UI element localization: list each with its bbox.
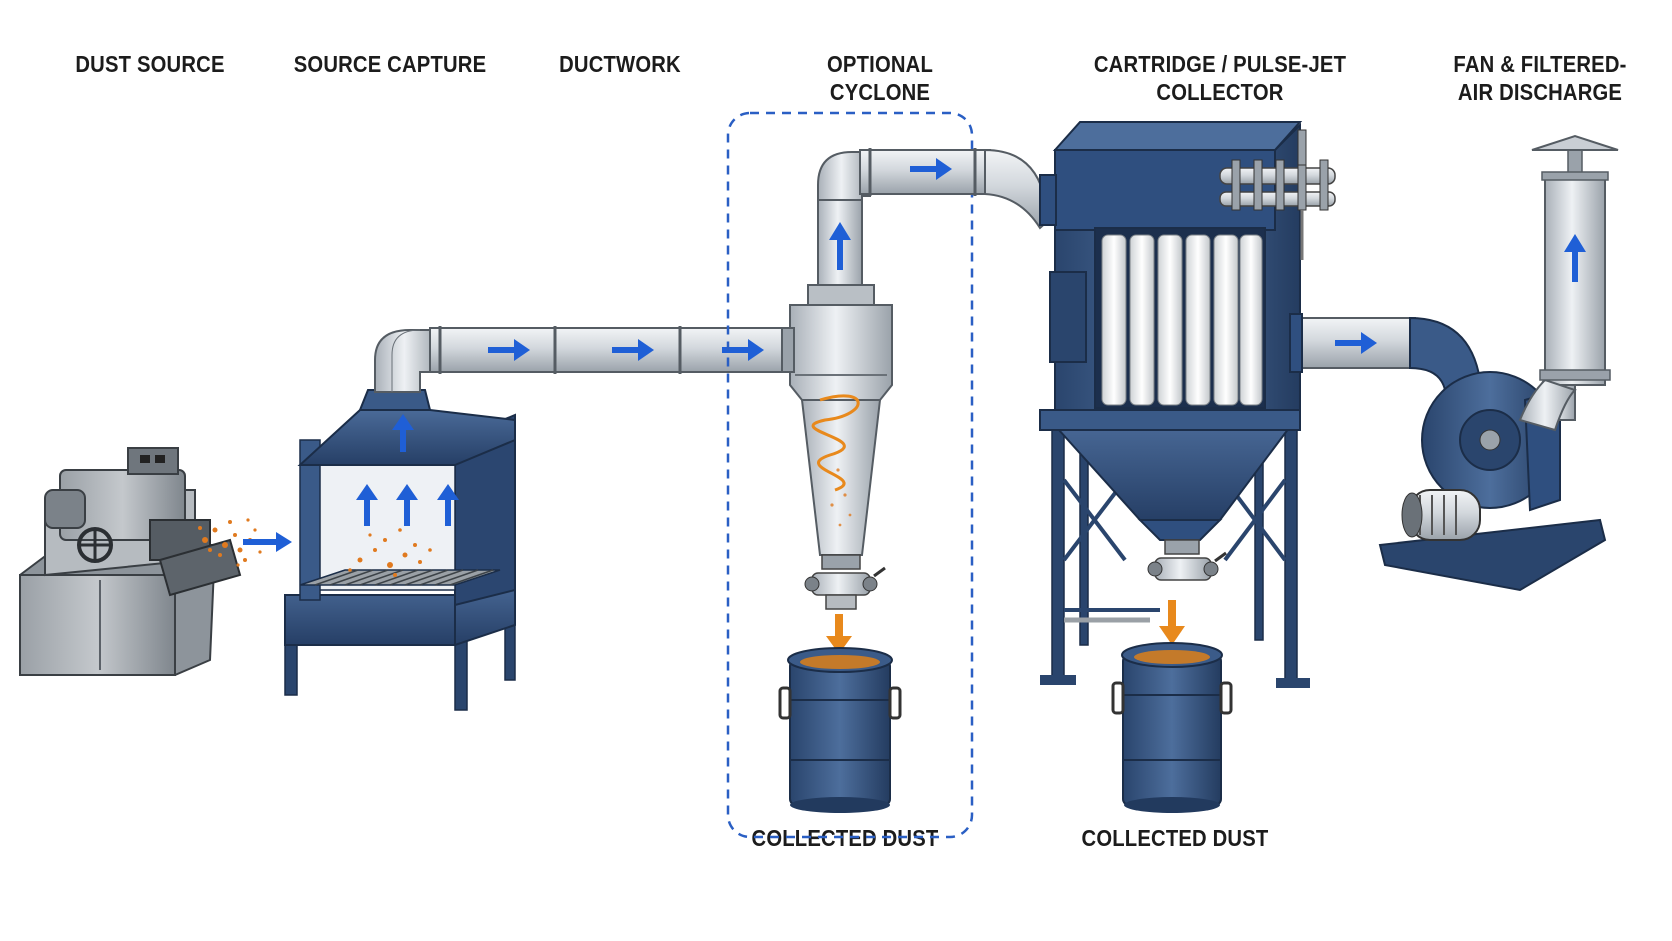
airflow-arrow-to-hood — [243, 532, 292, 552]
collection-drum-collector — [1111, 642, 1233, 813]
fan-and-discharge — [1289, 134, 1619, 592]
pulse-jet-manifold — [1219, 129, 1336, 260]
airflow-arrow-cyclone-top — [910, 158, 952, 180]
optional-cyclone-outline — [726, 111, 974, 839]
label-dust-source: DUST SOURCE — [75, 51, 225, 77]
cartridge-pulse-jet-collector — [1039, 121, 1336, 813]
collection-drum-cyclone — [778, 647, 902, 813]
label-cartridge-collector: CARTRIDGE / PULSE-JET COLLECTOR — [1093, 51, 1347, 105]
source-capture-hood — [284, 389, 516, 711]
filter-cartridges — [1101, 234, 1263, 406]
ductwork — [374, 326, 791, 393]
dust-particles-source — [198, 518, 262, 567]
dust-arrow-cyclone — [826, 614, 852, 654]
airflow-arrows-duct — [488, 339, 764, 361]
airflow-arrow-cyclone-up — [829, 222, 851, 270]
label-collected-dust-cyclone: COLLECTED DUST — [751, 825, 939, 851]
dust-arrow-collector — [1159, 600, 1185, 645]
label-source-capture: SOURCE CAPTURE — [293, 51, 487, 77]
label-ductwork: DUCTWORK — [559, 51, 681, 77]
dust-source-machine — [19, 447, 262, 676]
label-optional-cyclone: OPTIONAL CYCLONE — [827, 51, 933, 105]
label-fan-discharge: FAN & FILTERED-AIR DISCHARGE — [1453, 51, 1627, 105]
airflow-arrow-to-fan — [1335, 332, 1377, 354]
dust-particles-hood — [348, 528, 432, 577]
airflow-arrows-hood — [356, 414, 459, 526]
airflow-arrow-discharge — [1564, 234, 1586, 282]
label-collected-dust-collector: COLLECTED DUST — [1081, 825, 1269, 851]
optional-cyclone — [726, 111, 1062, 839]
